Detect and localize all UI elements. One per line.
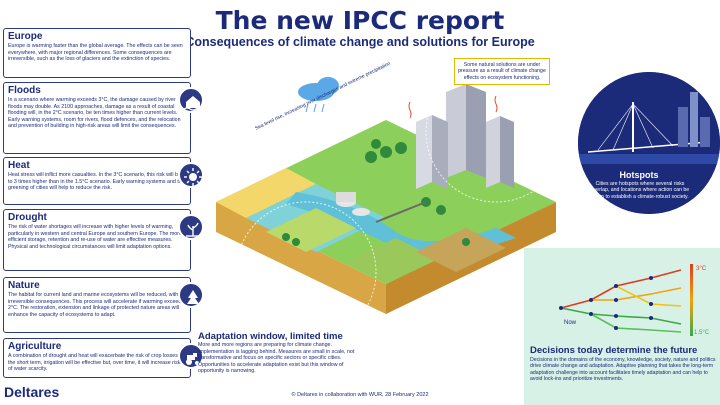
hotspots-title: Hotspots	[619, 170, 659, 180]
panel-title: Drought	[8, 212, 47, 223]
panel-body: Heat stress will inflict more casualties…	[8, 172, 186, 192]
panel-nature: Nature The habitat for current land and …	[3, 277, 204, 333]
panel-europe: Europe Europe is warming faster than the…	[3, 28, 191, 78]
panel-floods: Floods In a scenario where warming excee…	[3, 82, 204, 154]
panel-title: Agriculture	[8, 341, 62, 352]
panel-body: Europe is warming faster than the global…	[8, 43, 183, 63]
panel-title: Heat	[8, 160, 30, 171]
footer-credit: © Deltares in collaboration with WUR, 28…	[291, 392, 429, 398]
decisions-body: Decisions in the domains of the economy,…	[530, 357, 716, 382]
tractor-icon	[178, 343, 204, 369]
page-title: The new IPCC report	[215, 6, 505, 35]
dry-plant-icon	[178, 214, 204, 240]
decisions-panel	[524, 248, 720, 405]
panel-drought: Drought The risk of water shortages will…	[3, 209, 204, 271]
sea-level-annotation: Sea level rise, increasing river dischar…	[254, 61, 391, 132]
bridge-skyline-icon	[578, 72, 720, 214]
panel-body: In a scenario where warming exceeds 3°C,…	[8, 97, 181, 130]
panel-heat: Heat Heat stress will inflict more casua…	[3, 157, 204, 205]
panel-title: Nature	[8, 280, 40, 291]
sun-icon	[178, 162, 204, 188]
nature-note: Some natural solutions are under pressur…	[454, 58, 550, 86]
panel-body: The risk of water shortages will increas…	[8, 224, 182, 250]
page-subtitle: Consequences of climate change and solut…	[185, 35, 535, 49]
nature-icon	[178, 282, 204, 308]
adaptation-body: More and more regions are preparing for …	[198, 342, 355, 374]
flood-house-icon	[178, 87, 204, 113]
pathways-diagram: 3°C 1.5°C Now	[559, 264, 710, 336]
temp-high-label: 3°C	[696, 266, 707, 272]
now-label: Now	[564, 320, 577, 326]
adaptation-title: Adaptation window, limited time	[198, 331, 343, 342]
panel-body: The habitat for current land and marine …	[8, 292, 184, 318]
decisions-title: Decisions today determine the future	[530, 345, 698, 356]
panel-title: Floods	[8, 85, 41, 96]
hotspots-circle	[578, 72, 720, 214]
hotspots-body: Cities are hotspots where several risks …	[590, 181, 690, 200]
panel-title: Europe	[8, 31, 43, 42]
deltares-logo: Deltares	[4, 384, 60, 400]
temp-low-label: 1.5°C	[694, 330, 710, 336]
landscape-illustration: Sea level rise, increasing river dischar…	[216, 61, 567, 332]
panel-agriculture: Agriculture A combination of drought and…	[3, 338, 204, 378]
panel-body: A combination of drought and heat will e…	[8, 353, 186, 373]
